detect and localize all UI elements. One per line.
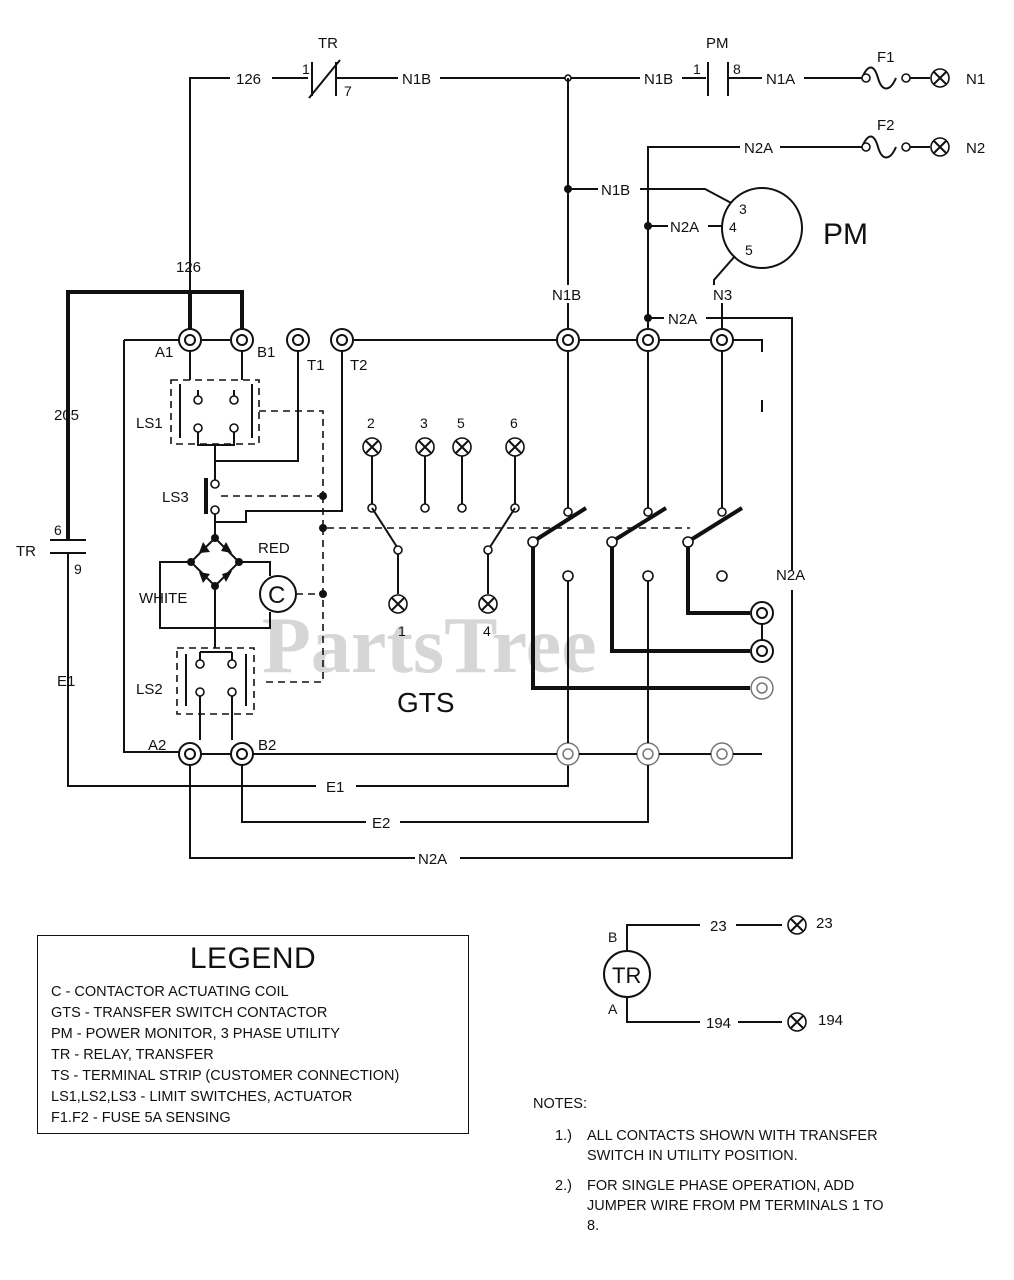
label-lamp-2: 2 — [367, 415, 375, 431]
label-pm-5: 5 — [745, 242, 753, 258]
label-n2: N2 — [966, 140, 985, 157]
legend-title: LEGEND — [189, 942, 317, 975]
legend-item: C - CONTACTOR ACTUATING COIL — [51, 984, 289, 1000]
watermark: PartsTree — [262, 602, 597, 690]
label-tr-a: A — [608, 1001, 618, 1017]
label-term-23: 23 — [816, 915, 833, 932]
label-e2-bottom: E2 — [372, 815, 390, 832]
label-n1b-pm: N1B — [601, 182, 630, 199]
legend-item: LS1,LS2,LS3 - LIMIT SWITCHES, ACTUATOR — [51, 1089, 353, 1105]
label-tr-coil: TR — [612, 963, 641, 988]
label-tr-side: TR — [16, 543, 36, 560]
label-lamp-5: 5 — [457, 415, 465, 431]
label-b1: B1 — [257, 344, 275, 361]
label-pm-big: PM — [823, 218, 868, 251]
label-tr-side-6: 6 — [54, 522, 62, 538]
label-e1-side: E1 — [57, 673, 75, 690]
label-wire-126-top: 126 — [236, 71, 261, 88]
label-tr-top-7: 7 — [344, 83, 352, 99]
legend-item: GTS - TRANSFER SWITCH CONTACTOR — [51, 1005, 328, 1021]
legend-item: F1.F2 - FUSE 5A SENSING — [51, 1110, 231, 1126]
label-tr-top-1: 1 — [302, 61, 310, 77]
note-number: 2.) — [555, 1178, 572, 1194]
label-f1: F1 — [877, 49, 895, 66]
label-term-194: 194 — [818, 1012, 843, 1029]
note-item: 1.) ALL CONTACTS SHOWN WITH TRANSFER SWIT… — [533, 1126, 1003, 1166]
label-n1b-a: N1B — [402, 71, 431, 88]
label-ls3: LS3 — [162, 489, 189, 506]
legend-item: PM - POWER MONITOR, 3 PHASE UTILITY — [51, 1026, 340, 1042]
label-lamp-6: 6 — [510, 415, 518, 431]
label-lamp-4: 4 — [483, 623, 491, 639]
label-a2: A2 — [148, 737, 166, 754]
label-wire-23: 23 — [710, 918, 727, 935]
label-e1-bottom: E1 — [326, 779, 344, 796]
label-n1b-vertical: N1B — [552, 287, 581, 304]
label-wire-205: 205 — [54, 407, 79, 424]
label-tr-top: TR — [318, 35, 338, 52]
note-item: 2.) FOR SINGLE PHASE OPERATION, ADD JUMPE… — [533, 1176, 1003, 1236]
label-n1b-b: N1B — [644, 71, 673, 88]
label-lamp-1: 1 — [398, 623, 406, 639]
note-text: FOR SINGLE PHASE OPERATION, ADD JUMPER W… — [587, 1178, 884, 1234]
label-pm-top-8: 8 — [733, 61, 741, 77]
legend-list: C - CONTACTOR ACTUATING COIL GTS - TRANS… — [51, 982, 468, 1129]
label-wire-126-side: 126 — [176, 259, 201, 276]
label-n2a-top: N2A — [744, 140, 773, 157]
label-pm-top-1: 1 — [693, 61, 701, 77]
label-wire-194: 194 — [706, 1015, 731, 1032]
label-t1: T1 — [307, 357, 325, 374]
label-n2a-mid: N2A — [668, 311, 697, 328]
label-b2: B2 — [258, 737, 276, 754]
label-ls2: LS2 — [136, 681, 163, 698]
label-n2a-side: N2A — [776, 567, 805, 584]
label-t2: T2 — [350, 357, 368, 374]
label-pm-top: PM — [706, 35, 729, 52]
label-n3: N3 — [713, 287, 732, 304]
label-pm-3: 3 — [739, 201, 747, 217]
label-coil-c: C — [268, 582, 285, 609]
notes-title: NOTES: — [533, 1096, 587, 1112]
label-red: RED — [258, 540, 290, 557]
label-pm-4: 4 — [729, 219, 737, 235]
label-white: WHITE — [139, 590, 187, 607]
label-n2a-pm: N2A — [670, 219, 699, 236]
legend-item: TR - RELAY, TRANSFER — [51, 1047, 214, 1063]
label-a1: A1 — [155, 344, 173, 361]
legend-item: TS - TERMINAL STRIP (CUSTOMER CONNECTION… — [51, 1068, 400, 1084]
label-gts: GTS — [397, 687, 455, 718]
label-n2a-bottom: N2A — [418, 851, 447, 868]
label-tr-side-9: 9 — [74, 561, 82, 577]
label-n1: N1 — [966, 71, 985, 88]
note-text: ALL CONTACTS SHOWN WITH TRANSFER SWITCH … — [587, 1128, 878, 1164]
note-number: 1.) — [555, 1128, 572, 1144]
label-lamp-3: 3 — [420, 415, 428, 431]
label-ls1: LS1 — [136, 415, 163, 432]
notes-section: NOTES: 1.) ALL CONTACTS SHOWN WITH TRANSF… — [533, 1094, 1003, 1246]
legend-box: LEGEND C - CONTACTOR ACTUATING COIL GTS … — [37, 935, 469, 1134]
label-n1a: N1A — [766, 71, 795, 88]
label-tr-b: B — [608, 929, 617, 945]
label-f2: F2 — [877, 117, 895, 134]
